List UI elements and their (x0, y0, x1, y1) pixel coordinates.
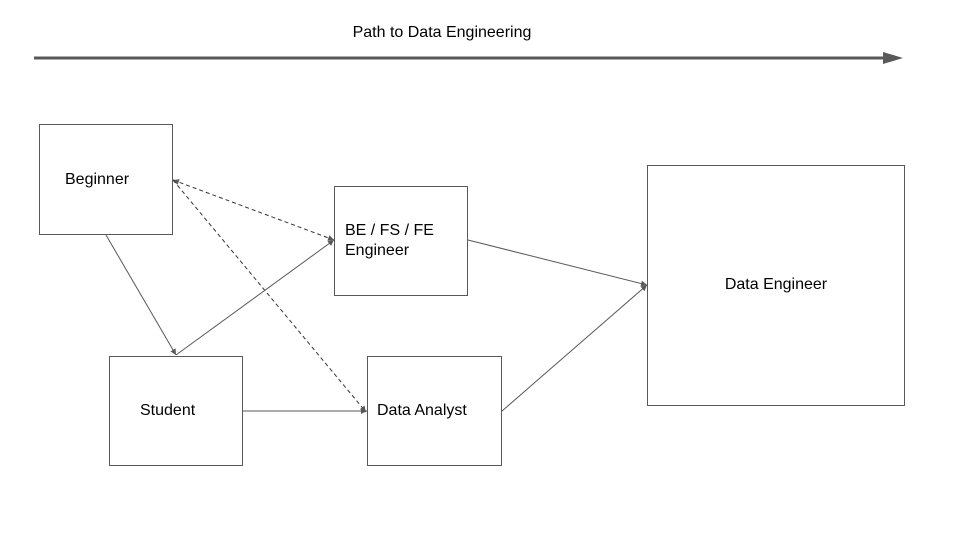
node-label: Student (140, 402, 196, 419)
node-label-line: BE / FS / FE (345, 222, 434, 239)
node-data-analyst: Data Analyst (367, 356, 502, 466)
node-be-fs-fe-engineer: BE / FS / FE Engineer (334, 186, 468, 296)
node-label: Beginner (65, 170, 130, 188)
node-student: Student (109, 356, 243, 466)
edge-be-fs-fe-to-data-engineer (467, 239, 648, 287)
edge-student-to-be-fs-fe (175, 239, 335, 356)
node-data-engineer: Data Engineer (647, 165, 905, 406)
timeline-arrowhead (883, 52, 903, 64)
node-label-line: Engineer (345, 242, 410, 259)
node-label: Data Analyst (377, 402, 467, 419)
edge-beginner-to-data-analyst (172, 179, 367, 413)
node-beginner: Beginner (39, 124, 173, 235)
edge-beginner-to-be-fs-fe (172, 179, 335, 241)
edge-data-analyst-to-data-engineer (501, 284, 648, 412)
node-label: BE / FS / FE Engineer (345, 221, 434, 261)
edge-beginner-to-student (105, 234, 177, 356)
node-label: Data Engineer (724, 275, 828, 293)
diagram-title: Path to Data Engineering (352, 24, 532, 41)
